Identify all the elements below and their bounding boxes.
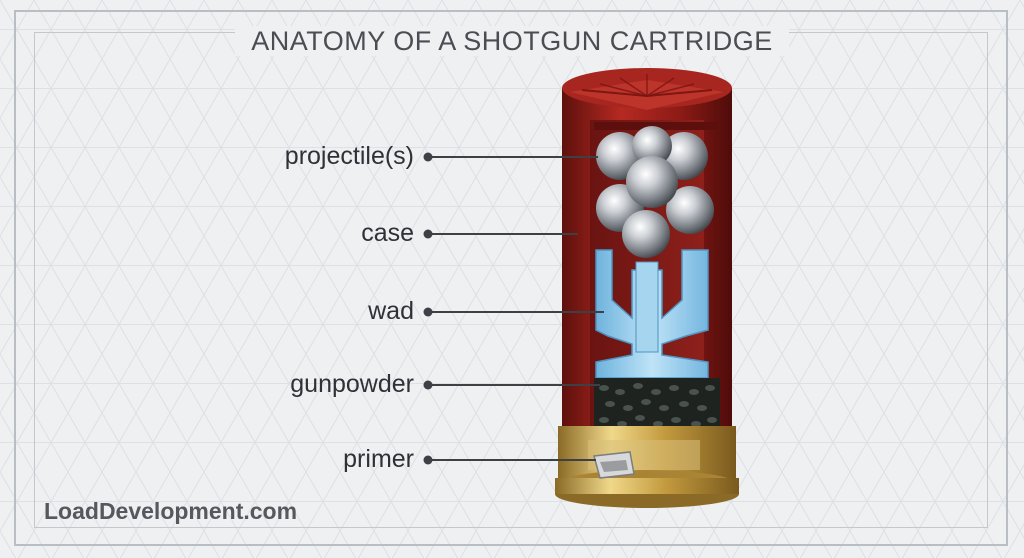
label-case: case [361, 219, 414, 247]
wad [595, 249, 709, 379]
leader-dots [423, 152, 433, 465]
label-primer: primer [343, 445, 414, 473]
brass-head [555, 426, 739, 508]
label-wad: wad [368, 297, 414, 325]
site-credit: LoadDevelopment.com [44, 498, 298, 524]
leader-lines [428, 156, 604, 461]
outer-border [14, 10, 1008, 546]
shot-pellets [596, 126, 714, 258]
diagram-title-text: ANATOMY OF A SHOTGUN CARTRIDGE [235, 26, 789, 56]
label-gunpowder: gunpowder [290, 370, 414, 398]
label-projectiles: projectile(s) [284, 142, 414, 170]
primer [593, 451, 635, 479]
diagram-title: ANATOMY OF A SHOTGUN CARTRIDGE [0, 26, 1024, 57]
